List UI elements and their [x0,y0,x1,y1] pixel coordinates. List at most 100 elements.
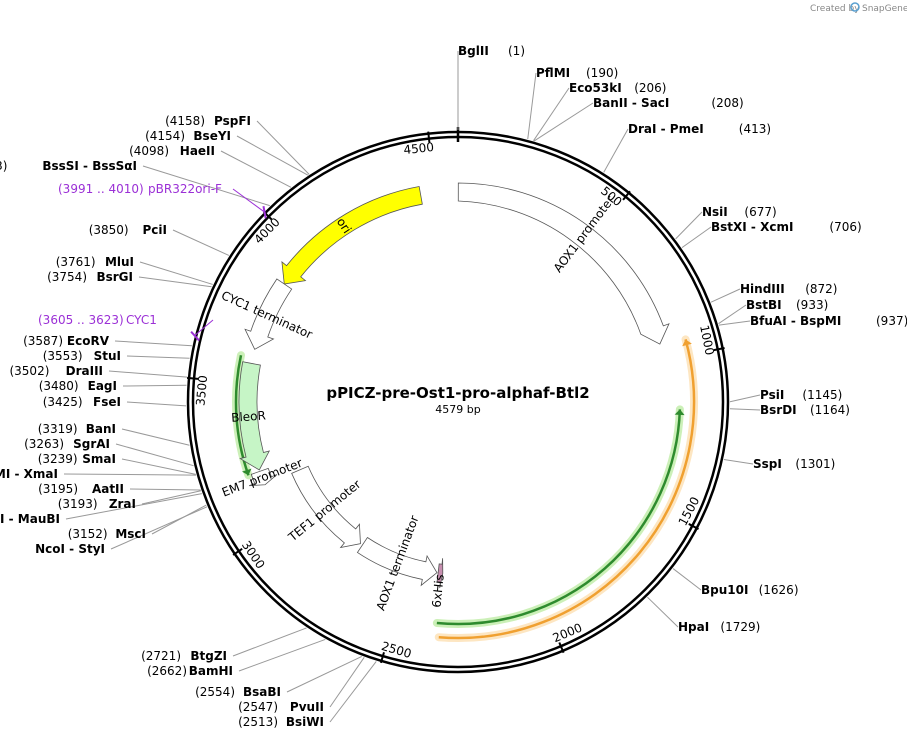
tick-label: 1000 [697,324,717,357]
credit-prefix: Created by [810,4,860,14]
backbone-outer-ring [186,130,730,674]
site-leader [603,128,629,173]
site-label-hindiii: HindIII(872) [740,282,837,296]
site-coord: (190) [586,66,618,80]
site-leader [108,370,188,378]
site-label-bsrdi: BsrDI(1164) [760,403,850,417]
site-label-bsshii-maubi: BssHII - MauBI(3185) [0,512,60,526]
primer-name: pBR322ori-F [148,182,222,196]
backbone-ring [186,127,730,674]
site-coord: (2554) [195,685,235,699]
site-name: SmaI [82,452,116,466]
site-coord: (3502) [9,364,49,378]
site-coord: (4023) [0,159,7,173]
site-leader [139,261,213,285]
site-coord: (937) [876,314,907,328]
site-label-bamhi: BamHI(2662) [147,664,233,678]
site-label-hpai: HpaI(1729) [678,620,760,634]
feature-label: BleoR [231,408,267,424]
site-leader [718,304,747,325]
site-name: DraIII [66,364,103,378]
tick-mark [713,346,725,352]
site-name: PspFI [214,114,251,128]
site-leader [723,459,754,465]
site-name: ZraI [109,497,136,511]
site-name: NcoI - StyI [35,542,105,556]
site-leader [675,211,703,240]
site-label-eagi: EagI(3480) [39,379,117,393]
site-coord: (4098) [129,144,169,158]
feature-arrow [436,558,444,589]
site-name: BanI [86,422,116,436]
site-coord: (1626) [759,583,799,597]
site-leader [220,150,292,188]
site-label-sspi: SspI(1301) [753,457,835,471]
site-name: HindIII [740,282,785,296]
feature-arrow [238,361,271,471]
site-label-aatii: AatII(3195) [38,482,124,496]
site-coord: (3553) [43,349,83,363]
site-label-smai: SmaI(3239) [38,452,116,466]
site-name: BsiWI [286,715,324,729]
site-name: MscI [115,527,146,541]
feature-arrow [291,465,361,549]
site-leader [142,165,270,207]
site-leader [121,428,190,446]
site-name: MluI [105,255,134,269]
site-coord: (933) [796,298,828,312]
site-label-bsrgi: BsrGI(3754) [47,270,133,284]
site-leader [729,408,761,411]
feature-arrow [244,278,293,350]
primer-leader [232,188,265,212]
site-label-banii-saci: BanII - SacI(208) [593,96,744,110]
site-name: BamHI [189,664,233,678]
site-label-nsii: NsiI(677) [702,205,777,219]
credit-brand: SnapGene [862,4,907,14]
site-leader [329,661,377,723]
site-coord: (1729) [720,620,760,634]
site-name: NsiI [702,205,728,219]
tick-label: 4500 [403,140,435,157]
tick-mark [427,131,431,143]
site-label-psii: PsiI(1145) [760,388,842,402]
site-leader [533,102,594,142]
restriction-sites: BglII(1)PflMI(190)Eco53kI(206)BanII - Sa… [0,44,907,729]
orf-line [438,339,696,640]
site-name: BseYI [193,129,231,143]
feature-arrow [248,467,278,487]
site-label-haeii: HaeII(4098) [129,144,215,158]
site-name: DraI - PmeI [628,122,704,136]
site-leader [121,458,196,475]
feature-arrow [457,182,670,345]
site-coord: (3587) [23,334,63,348]
site-name: TspMI - XmaI [0,467,58,481]
site-label-ncoi-styi: NcoI - StyI(3147) [35,542,105,556]
site-leader [114,340,192,347]
primer-sites: (3991 .. 4010)pBR322ori-F(3605 .. 3623)C… [38,182,267,342]
site-coord: (3263) [24,437,64,451]
site-leader [126,355,190,359]
site-name: BtgZI [190,649,227,663]
site-label-bani: BanI(3319) [38,422,116,436]
site-name: BanII - SacI [593,96,669,110]
orf-line [234,354,250,476]
site-name: BssSI - BssSαI [42,159,137,173]
orf-arrowhead [674,409,685,416]
tick-label: 3500 [193,375,210,407]
tick-mark [622,190,631,201]
site-name: PciI [143,223,168,237]
site-coord: (3754) [47,270,87,284]
site-coord: (2662) [147,664,187,678]
site-name: BssHII - MauBI [0,512,60,526]
site-leader [122,384,187,387]
site-coord: (3761) [56,255,96,269]
site-name: StuI [94,349,121,363]
site-label-btgzi: BtgZI(2721) [141,649,227,663]
site-label-bsssi-bsss-i: BssSI - BssSαI (4023) [0,159,137,173]
site-leader [63,473,197,476]
site-leader [138,276,212,288]
site-leader [172,229,230,256]
primer-coord: (3605 .. 3623) [38,313,124,327]
site-leader [718,320,751,326]
site-name: Bpu10I [701,583,748,597]
